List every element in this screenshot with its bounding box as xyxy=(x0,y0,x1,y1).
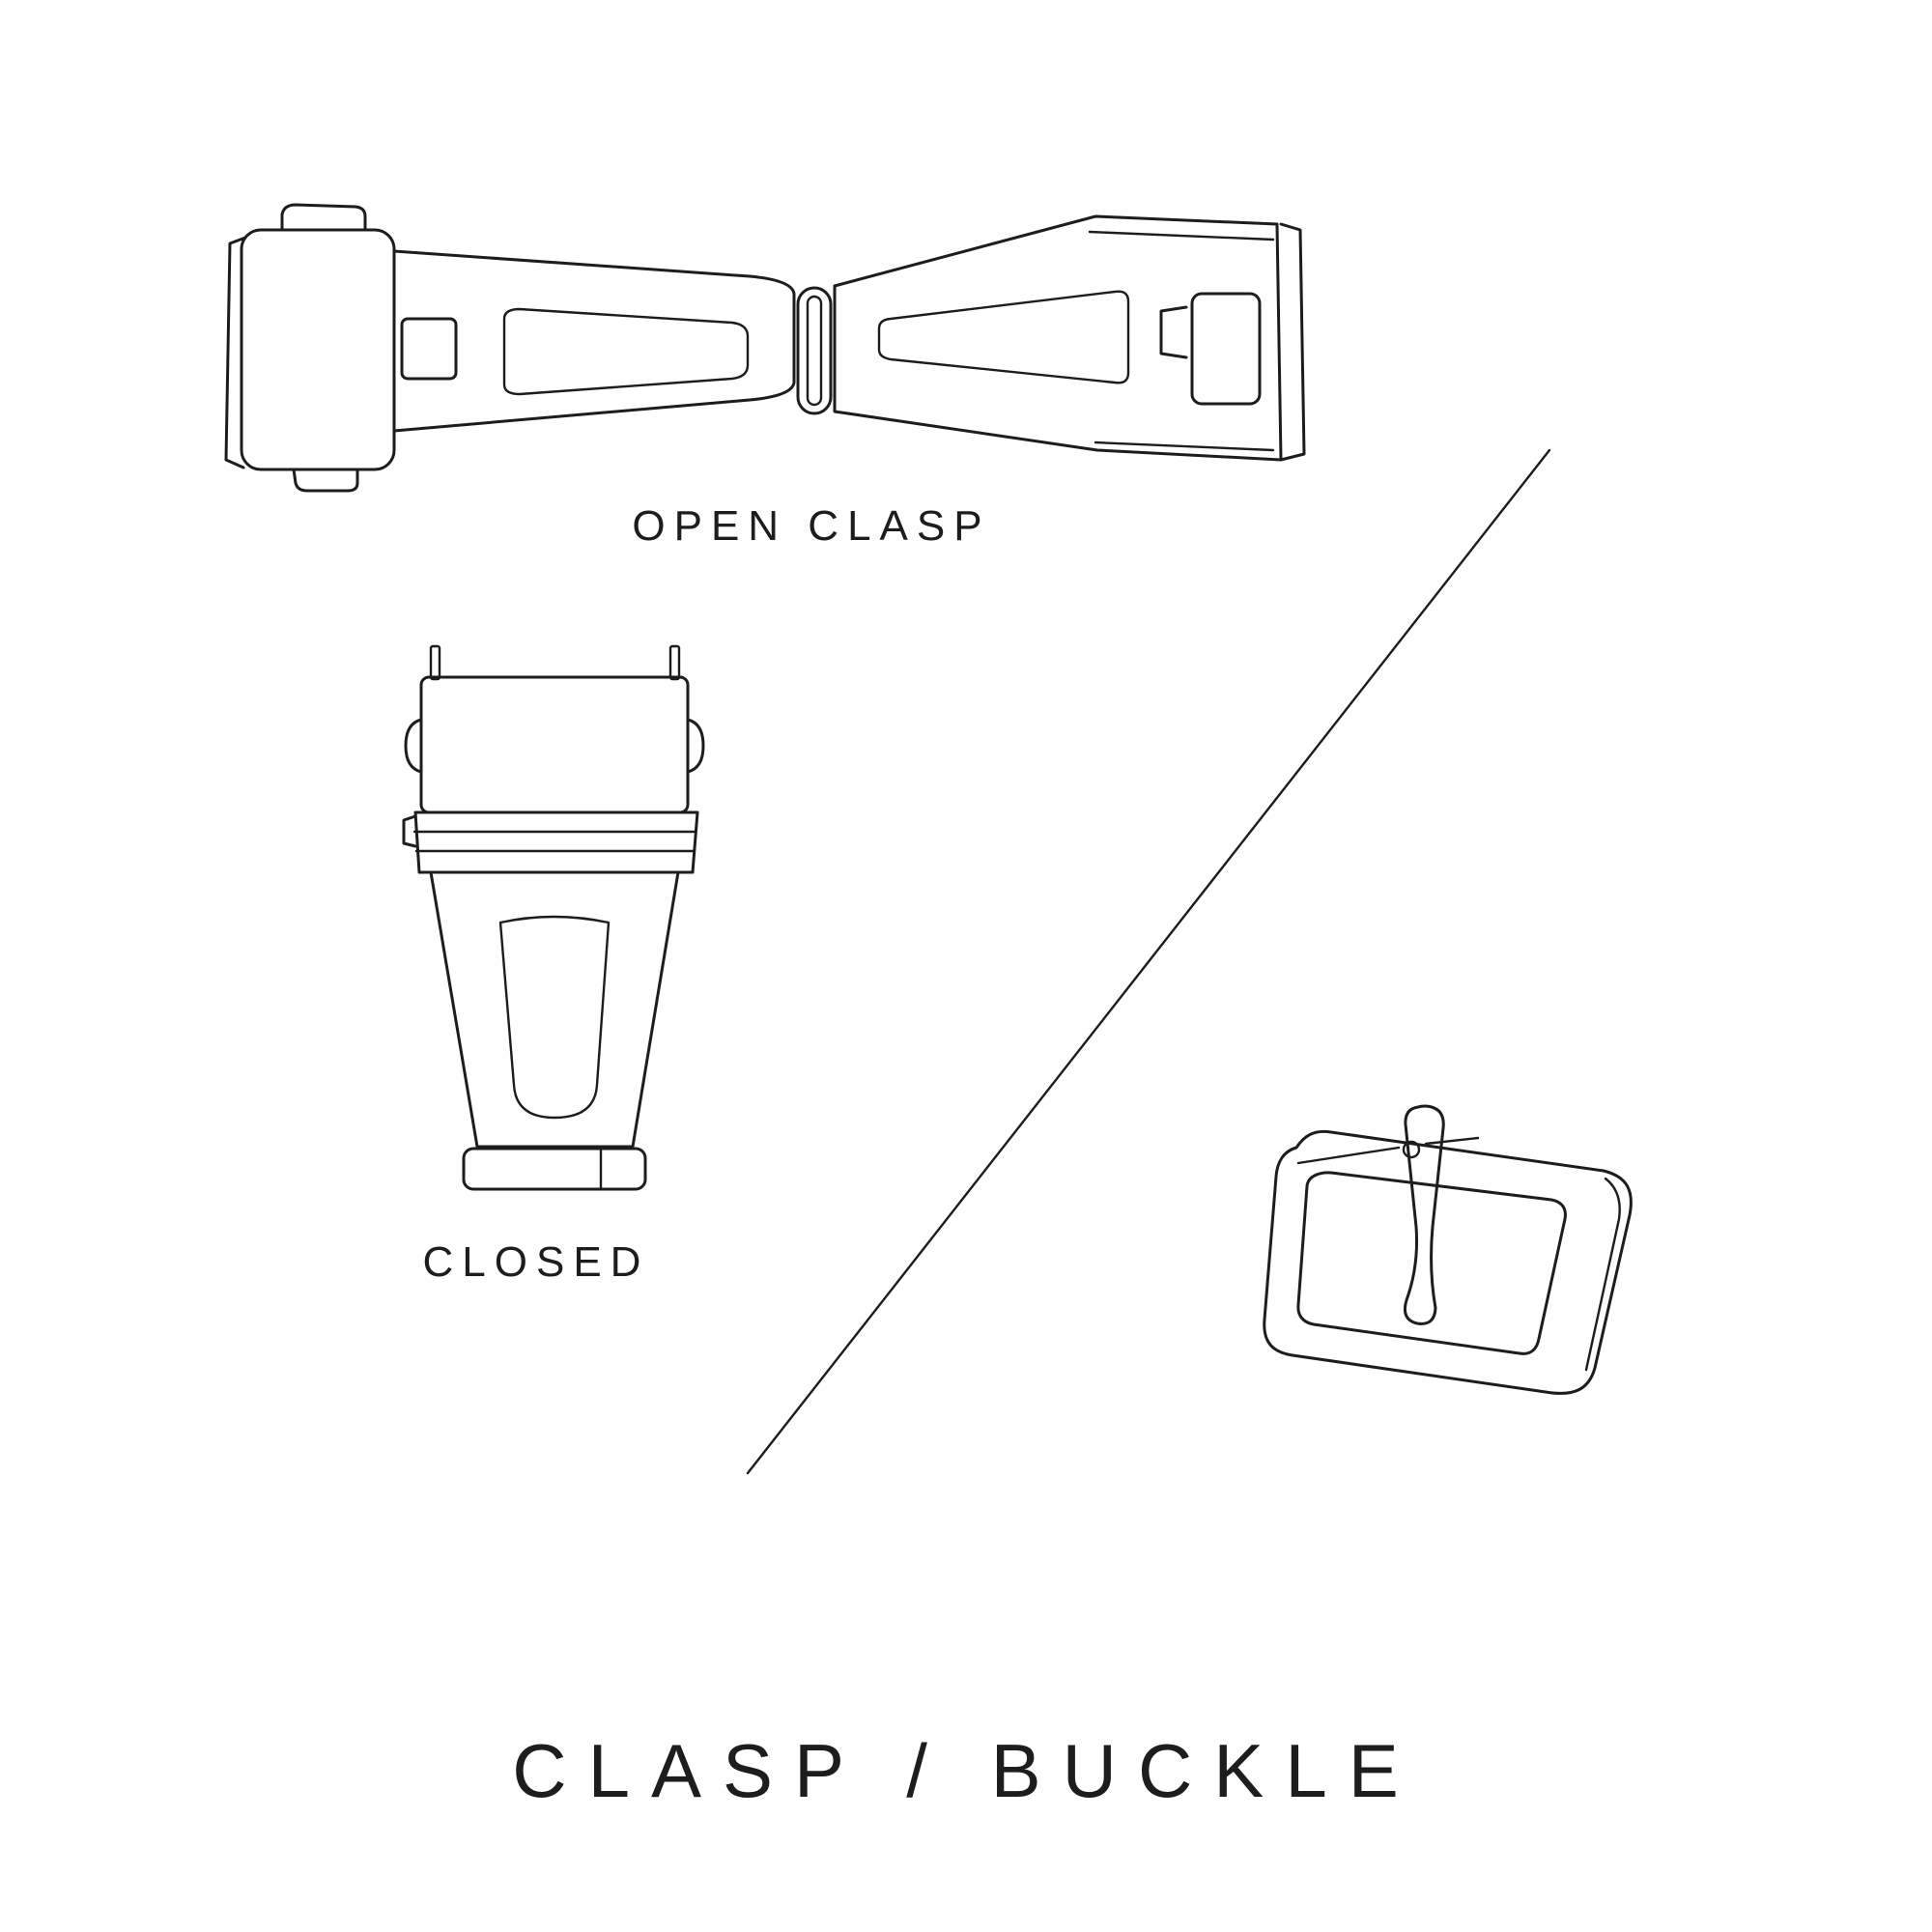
spring-bar-tips-icon xyxy=(429,644,681,681)
tapered-body-icon xyxy=(429,870,680,1149)
closed-clasp-label: CLOSED xyxy=(422,1238,650,1286)
open-clasp-illustration xyxy=(224,203,1306,493)
band-section-icon xyxy=(402,810,699,874)
end-piece-icon xyxy=(462,1147,647,1191)
open-clasp-figure xyxy=(213,174,1333,502)
cover-plate-icon xyxy=(404,675,705,814)
buckle-pin-icon xyxy=(1296,1136,1480,1165)
center-hinge-icon xyxy=(796,286,833,415)
right-folding-arm-icon xyxy=(833,214,1306,462)
divider xyxy=(734,435,1565,1488)
buckle-frame-icon xyxy=(1263,1129,1633,1395)
left-end-link-icon xyxy=(224,203,396,493)
tang-buckle-illustration xyxy=(1263,1104,1633,1395)
diagram-title: CLASP / BUCKLE xyxy=(512,1728,1420,1813)
left-folding-arm-icon xyxy=(392,249,796,433)
divider-line xyxy=(746,448,1551,1475)
closed-clasp-illustration xyxy=(402,644,705,1191)
closed-clasp-figure xyxy=(386,633,734,1212)
buckle-prong-icon xyxy=(1403,1104,1445,1325)
tang-buckle-figure xyxy=(1236,1082,1662,1430)
open-clasp-label: OPEN CLASP xyxy=(632,502,991,550)
